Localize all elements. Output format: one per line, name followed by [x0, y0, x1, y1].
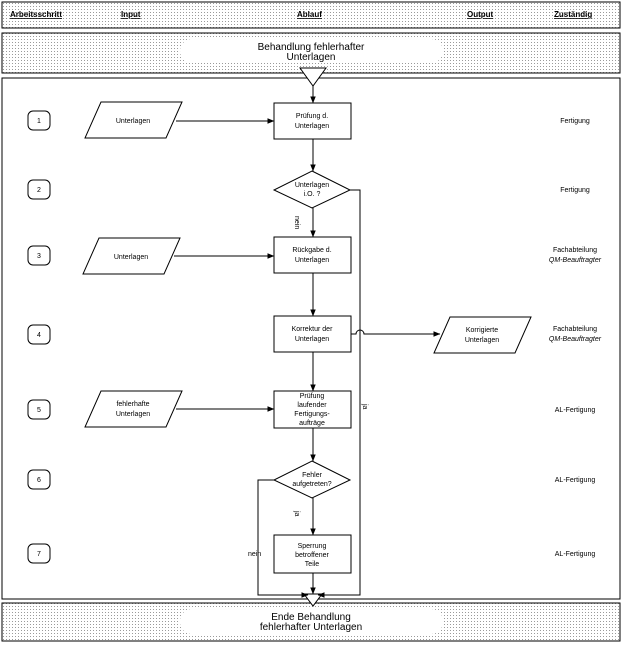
start-connector-triangle: [299, 67, 327, 87]
decision-6-line2: aufgetreten?: [292, 481, 331, 488]
responsible-4-line2: QM-Beauftragter: [549, 336, 602, 343]
process-7-line3: Teile: [305, 561, 320, 568]
step-number-7: 7: [37, 551, 41, 558]
header-output: Output: [467, 10, 494, 19]
process-5-line4: aufträge: [299, 420, 325, 427]
process-steps: Prüfung d. Unterlagen Rückgabe d. Unterl…: [273, 102, 352, 574]
step-numbers: 1 2 3 4 5 6 7: [27, 110, 51, 564]
header-band: Arbeitsschritt Input Ablauf Output Zustä…: [1, 1, 621, 29]
output-4-line2: Unterlagen: [465, 337, 499, 344]
step-number-box-6: [27, 469, 51, 490]
responsible-3-line2: QM-Beauftragter: [549, 257, 602, 264]
decision-diamond-6: [272, 460, 352, 499]
step-number-6: 6: [37, 477, 41, 484]
end-label-line1: Ende Behandlung: [271, 612, 351, 623]
decision-6-line1: Fehler: [302, 472, 323, 479]
responsible-5: AL-Fertigung: [555, 407, 596, 414]
decision-2-line2: i.O. ?: [304, 191, 321, 198]
step-number-4: 4: [37, 332, 41, 339]
process-3-line2: Unterlagen: [295, 257, 329, 264]
process-box-7: [273, 534, 352, 574]
input-5-line2: Unterlagen: [116, 411, 150, 418]
step-number-box-5: [27, 399, 51, 420]
start-band: Behandlung fehlerhafter Unterlagen: [1, 32, 621, 74]
process-5-line1: Prüfung: [300, 393, 325, 400]
decision-2-line1: Unterlagen: [295, 182, 329, 189]
process-4-line2: Unterlagen: [295, 336, 329, 343]
responsible-3-line1: Fachabteilung: [553, 247, 597, 254]
input-3-line1: Unterlagen: [114, 254, 148, 261]
process-7-line1: Sperrung: [298, 543, 327, 550]
process-5-line3: Fertigungs-: [294, 411, 330, 418]
end-band: Ende Behandlung fehlerhafter Unterlagen: [1, 602, 621, 642]
process-box-1: [273, 102, 352, 140]
process-1-line2: Unterlagen: [295, 123, 329, 130]
process-1-line1: Prüfung d.: [296, 113, 328, 120]
step-number-3: 3: [37, 253, 41, 260]
step-number-box-3: [27, 245, 51, 266]
output-documents: Korrigierte Unterlagen: [433, 316, 532, 354]
edge-label-ja-6: ja: [293, 510, 300, 517]
edge-label-ja-2: ja: [361, 403, 368, 410]
responsible-column: Fertigung Fertigung Fachabteilung QM-Bea…: [549, 118, 602, 558]
step-number-1: 1: [37, 118, 41, 125]
responsible-7: AL-Fertigung: [555, 551, 596, 558]
decision-diamond-2: [272, 170, 352, 209]
input-shape-1: [84, 101, 183, 139]
header-zustaendig: Zuständig: [554, 10, 592, 19]
arrow-decision6-nein-to-end: [257, 479, 309, 598]
responsible-2: Fertigung: [560, 187, 590, 194]
output-4-line1: Korrigierte: [466, 327, 498, 334]
arrow-decision2-ja-to-end: [317, 189, 361, 598]
process-box-3: [273, 236, 352, 274]
step-number-box-7: [27, 543, 51, 564]
end-terminator: [180, 609, 443, 634]
header-input: Input: [121, 10, 141, 19]
process-5-line2: laufender: [297, 402, 327, 409]
start-terminator: [180, 39, 443, 63]
edge-label-nein-2: nein: [293, 216, 300, 229]
process-box-4: [273, 315, 352, 353]
input-documents: Unterlagen Unterlagen fehlerhafte Unterl…: [82, 101, 183, 428]
step-number-2: 2: [37, 187, 41, 194]
header-ablauf: Ablauf: [297, 10, 322, 19]
input-5-line1: fehlerhafte: [116, 401, 149, 408]
step-number-box-1: [27, 110, 51, 131]
process-7-line2: betroffener: [295, 552, 329, 559]
output-shape-4: [433, 316, 532, 354]
input-shape-5: [84, 390, 183, 428]
decisions: Unterlagen i.O. ? Fehler aufgetreten?: [272, 170, 352, 499]
step-number-box-4: [27, 324, 51, 345]
process-4-line1: Korrektur der: [292, 326, 334, 333]
start-label-line2: Unterlagen: [287, 52, 336, 63]
responsible-1: Fertigung: [560, 118, 590, 125]
step-number-box-2: [27, 179, 51, 200]
flow-connectors: [174, 86, 441, 598]
step-number-5: 5: [37, 407, 41, 414]
edge-label-nein-6: nein: [248, 551, 261, 558]
process-3-line1: Rückgabe d.: [292, 247, 331, 254]
end-label-line2: fehlerhafter Unterlagen: [260, 622, 362, 633]
input-1-line1: Unterlagen: [116, 118, 150, 125]
responsible-4-line1: Fachabteilung: [553, 326, 597, 333]
header-arbeitsschritt: Arbeitsschritt: [10, 10, 62, 19]
input-shape-3: [82, 237, 181, 275]
start-label-line1: Behandlung fehlerhafter: [258, 42, 365, 53]
responsible-6: AL-Fertigung: [555, 477, 596, 484]
